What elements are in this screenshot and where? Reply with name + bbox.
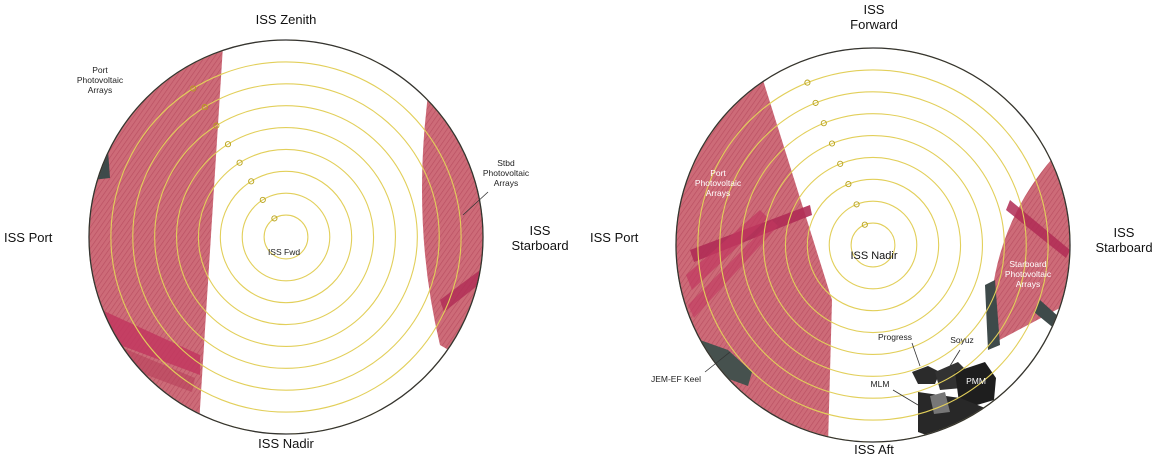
progress-leader-line — [911, 342, 921, 367]
right-bottom-label: ISS Aft — [854, 442, 894, 457]
ring-tick-marker — [259, 196, 266, 203]
ring-tick-marker — [201, 104, 208, 111]
elevation-ring — [241, 192, 331, 282]
left-view-outline — [88, 39, 484, 435]
ring-tick-marker — [837, 160, 844, 167]
elevation-ring — [719, 91, 1027, 399]
ring-tick-marker — [812, 99, 819, 106]
right-starboard-photovoltaic-arrays — [989, 150, 1070, 345]
mlm-leader-line — [892, 389, 919, 406]
ring-tick-marker — [236, 159, 243, 166]
right-starboard-array-strip — [1006, 200, 1070, 258]
elevation-ring — [697, 69, 1049, 421]
right-starboard-label: ISS Starboard — [1095, 225, 1153, 255]
right-port-arrays-label: Port Photovoltaic Arrays — [694, 168, 742, 198]
ring-tick-marker — [804, 79, 811, 86]
left-port-array-strip — [89, 300, 200, 375]
ring-tick-marker — [248, 178, 255, 185]
elevation-ring — [850, 222, 896, 268]
left-center-label: ISS Fwd — [267, 247, 301, 257]
left-stbd-array-strip — [440, 270, 482, 312]
pmm-module — [955, 362, 996, 410]
ring-tick-marker — [271, 215, 278, 222]
ring-tick-marker — [861, 221, 868, 228]
right-view-outline — [675, 47, 1071, 443]
left-port-label: ISS Port — [4, 230, 53, 245]
left-bottom-label: ISS Nadir — [258, 436, 314, 451]
left-stbd-arrays-label: Stbd Photovoltaic Arrays — [482, 158, 530, 188]
elevation-ring — [828, 200, 918, 290]
progress-vehicle — [912, 366, 940, 384]
ring-tick-marker — [845, 181, 852, 188]
right-port-label: ISS Port — [590, 230, 639, 245]
elevation-ring — [110, 61, 462, 413]
elevation-ring — [784, 156, 962, 334]
mlm-label: MLM — [870, 379, 890, 389]
elevation-ring — [763, 135, 983, 355]
right-ring-ticks — [804, 79, 868, 228]
left-port-arrays-label: Port Photovoltaic Arrays — [76, 65, 124, 95]
ring-tick-marker — [828, 140, 836, 147]
elevation-ring — [154, 105, 418, 369]
right-starboard-arrays-label: Starboard Photovoltaic Arrays — [1004, 259, 1052, 289]
pmm-label: PMM — [966, 376, 986, 386]
elevation-ring — [176, 127, 396, 347]
jem-leader-line — [704, 351, 731, 373]
right-truss-fragment — [985, 280, 1000, 350]
ring-tick-marker — [820, 120, 827, 127]
left-stbd-leader-line — [462, 191, 489, 216]
elevation-ring — [263, 214, 309, 260]
elevation-ring — [741, 113, 1005, 377]
soyuz-label: Soyuz — [950, 335, 974, 345]
left-starboard-label: ISS Starboard — [511, 223, 569, 253]
soyuz-leader-line — [949, 349, 961, 367]
ring-tick-marker — [224, 141, 232, 148]
jem-ef-keel-label: JEM-EF Keel — [650, 374, 702, 384]
right-center-label: ISS Nadir — [850, 250, 898, 262]
elevation-ring — [197, 148, 375, 326]
right-jem-hardware — [700, 340, 752, 386]
elevation-ring — [132, 83, 440, 391]
ring-tick-marker — [190, 85, 197, 92]
ring-tick-marker — [213, 122, 220, 129]
right-top-label: ISS Forward — [850, 2, 898, 32]
ring-tick-marker — [853, 201, 860, 208]
progress-label: Progress — [877, 332, 912, 342]
left-ring-ticks — [190, 85, 278, 222]
elevation-ring — [806, 178, 940, 312]
right-port-array-strip-2 — [686, 210, 768, 290]
elevation-ring — [219, 170, 353, 304]
right-port-array-strip-3 — [688, 220, 778, 318]
left-top-label: ISS Zenith — [255, 12, 317, 27]
